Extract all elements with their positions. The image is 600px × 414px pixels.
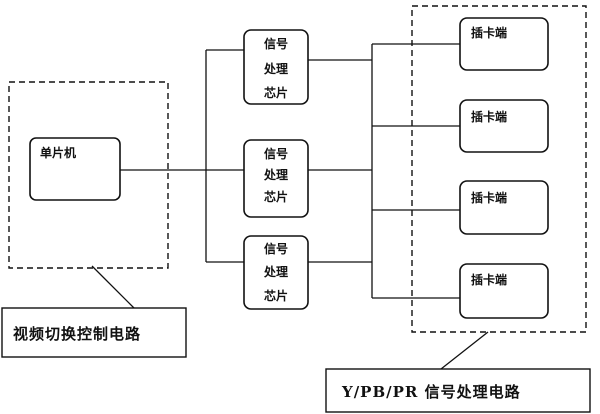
card-slot-box: [459, 263, 549, 319]
signal-chip-label-line: 信号: [264, 146, 288, 161]
signal-chip-label-line: 芯片: [264, 85, 288, 100]
control-circuit-leader-line: [91, 265, 135, 309]
card-slot-4: 插卡端: [459, 263, 549, 319]
processing-circuit-callout: Y/PB/PR 信号处理电路: [325, 368, 591, 413]
card-slot-box: [459, 17, 549, 71]
signal-chip-box: [243, 235, 309, 310]
signal-chip-top: 信号 处理 芯片: [243, 29, 309, 105]
mcu-label: 单片机: [40, 145, 76, 160]
processing-circuit-leader-line: [440, 331, 489, 370]
card-slot-3: 插卡端: [459, 180, 549, 235]
signal-chip-label-line: 处理: [263, 264, 288, 279]
card-slot-label: 插卡端: [471, 109, 507, 124]
processing-circuit-callout-box: [325, 368, 591, 413]
control-circuit-callout: 视频切换控制电路: [1, 307, 187, 358]
control-circuit-label: 视频切换控制电路: [13, 325, 141, 343]
card-slot-box: [459, 99, 549, 153]
signal-chip-label-line: 信号: [264, 241, 288, 256]
card-slot-box: [459, 180, 549, 235]
card-slot-label: 插卡端: [471, 25, 507, 40]
card-slot-2: 插卡端: [459, 99, 549, 153]
signal-chip-label-line: 芯片: [264, 288, 288, 303]
signal-chip-bottom: 信号 处理 芯片: [243, 235, 309, 310]
card-slot-label: 插卡端: [471, 190, 507, 205]
control-circuit-callout-box: [1, 307, 187, 358]
processing-circuit-label: Y/PB/PR 信号处理电路: [341, 383, 521, 401]
signal-chip-label-line: 处理: [263, 61, 288, 76]
signal-chip-label-line: 信号: [264, 36, 288, 51]
signal-chip-label-line: 芯片: [264, 189, 288, 204]
mcu-block: 单片机: [29, 137, 121, 201]
signal-chip-box: [243, 29, 309, 105]
card-slot-label: 插卡端: [471, 272, 507, 287]
signal-chip-middle: 信号 处理 芯片: [243, 139, 309, 218]
signal-chip-box: [243, 139, 309, 218]
signal-chip-label-line: 处理: [263, 167, 288, 182]
mcu-box: [29, 137, 121, 201]
video-switch-control-boundary: [8, 81, 169, 269]
card-slot-1: 插卡端: [459, 17, 549, 71]
